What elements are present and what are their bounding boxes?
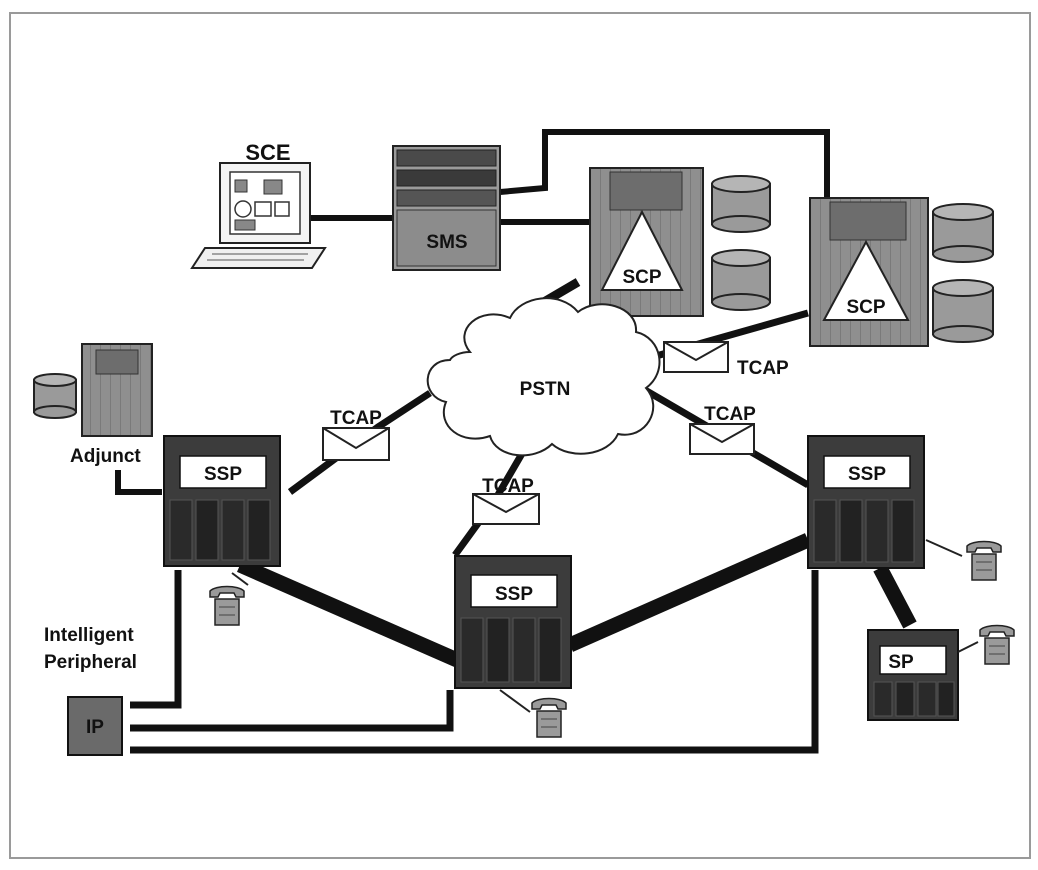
- database-icon: [932, 279, 994, 343]
- adjunct-server: [33, 343, 153, 437]
- trunk-ssp-left-ssp-center: [236, 558, 461, 667]
- trunk-ssp-center-ssp-right: [566, 533, 812, 652]
- database-icon: [711, 249, 771, 311]
- telephone-cord: [499, 689, 531, 713]
- database-icon: [932, 203, 994, 263]
- ssp-center-label: SSP: [495, 584, 533, 605]
- tcap-left-label: TCAP: [330, 408, 382, 429]
- ssp-right-label: SSP: [848, 464, 886, 485]
- sms-label: SMS: [426, 232, 467, 253]
- scp-right: [809, 197, 994, 347]
- tcap-right-lower-envelope-icon: [689, 423, 755, 455]
- ip-device: [67, 696, 123, 756]
- adjunct-label: Adjunct: [70, 446, 141, 467]
- ssp-right: [807, 435, 925, 569]
- scp-left-label: SCP: [622, 267, 661, 288]
- telephone-icon: [209, 585, 245, 626]
- tcap-right-upper-envelope-icon: [663, 341, 729, 373]
- telephone-cord: [925, 539, 963, 557]
- intelligent-peripheral-label-line1: Intelligent: [44, 625, 134, 646]
- scp-left: [589, 167, 771, 317]
- tcap-left-envelope-icon: [322, 427, 390, 461]
- pstn-cloud: [426, 297, 661, 457]
- link-ip-ssp-left: [130, 570, 182, 709]
- telephone-icon: [531, 697, 567, 738]
- pstn-label: PSTN: [520, 379, 571, 400]
- link-ip-ssp-center: [130, 690, 454, 732]
- link-adjunct-ssp-left: [115, 470, 162, 495]
- sms-server: [392, 145, 501, 271]
- tcap-center-envelope-icon: [472, 493, 540, 525]
- telephone-icon: [979, 624, 1015, 665]
- telephone-icon: [966, 540, 1002, 581]
- link-ip-ssp-right: [130, 570, 819, 754]
- tcap-right-upper-label: TCAP: [737, 358, 789, 379]
- sp-label: SP: [888, 652, 914, 673]
- ssp-center: [454, 555, 572, 689]
- trunk-ssp-right-sp: [873, 564, 917, 629]
- ssp-left: [163, 435, 281, 567]
- database-icon: [33, 373, 77, 419]
- links: [115, 129, 917, 754]
- tcap-right-lower-label: TCAP: [704, 404, 756, 425]
- database-icon: [711, 175, 771, 233]
- ssp-left-label: SSP: [204, 464, 242, 485]
- tcap-center-label: TCAP: [482, 476, 534, 497]
- scp-right-label: SCP: [846, 297, 885, 318]
- intelligent-peripheral-label-line2: Peripheral: [44, 652, 137, 673]
- sce-label: SCE: [245, 140, 290, 165]
- link-sms-scp-right: [499, 129, 830, 197]
- ip-label: IP: [86, 717, 104, 738]
- telephone-cord: [231, 572, 249, 586]
- sce-workstation: [190, 162, 327, 269]
- telephone-cord: [957, 641, 979, 653]
- sp-switch: [867, 629, 959, 721]
